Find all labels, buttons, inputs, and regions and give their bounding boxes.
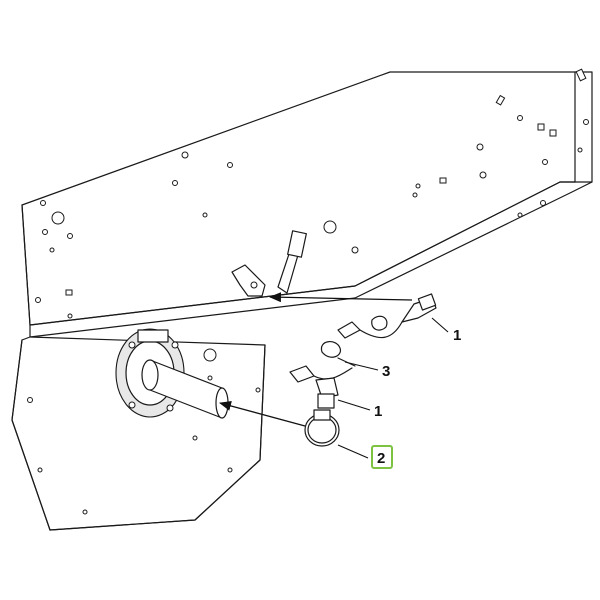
- sensor-assembly-lower: [289, 365, 353, 409]
- callout-3: 3: [382, 363, 390, 380]
- install-arrow-shaft: [219, 401, 306, 427]
- leader-3: [344, 361, 379, 371]
- upper-frame-panel: [21, 68, 593, 338]
- callout-1-lower: 1: [374, 403, 382, 420]
- mounting-bracket: [231, 230, 307, 297]
- leader-1-lower: [337, 399, 371, 411]
- hose-clamp: [304, 409, 340, 447]
- callout-1-upper: 1: [453, 327, 461, 344]
- callout-2-highlight: [371, 445, 393, 469]
- leader-2: [337, 444, 369, 459]
- leader-1-upper: [431, 317, 449, 333]
- install-arrow-bracket: [269, 292, 413, 303]
- sensor-assembly-upper: [337, 293, 437, 339]
- retaining-clip: [320, 341, 356, 367]
- shaft-flange-bearing: [115, 328, 229, 419]
- callout-2: 2: [377, 450, 385, 467]
